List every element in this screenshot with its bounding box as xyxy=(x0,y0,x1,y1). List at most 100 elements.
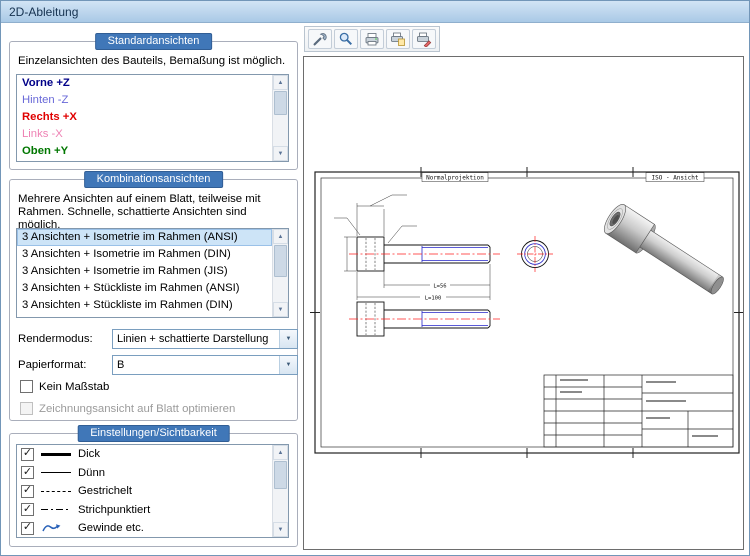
checkbox-box[interactable] xyxy=(20,380,33,393)
scroll-thumb[interactable] xyxy=(274,91,287,115)
setting-label: Strichpunktiert xyxy=(78,503,151,516)
group-header-einstellungen: Einstellungen/Sichtbarkeit xyxy=(77,425,230,442)
titlebar[interactable]: 2D-Ableitung xyxy=(1,1,749,23)
checkmark-icon: ✓ xyxy=(22,465,33,478)
printer-icon xyxy=(365,33,379,46)
checkbox-box[interactable]: ✓ xyxy=(21,465,34,480)
checkbox-box[interactable]: ✓ xyxy=(21,521,34,535)
scroll-down-icon[interactable]: ▼ xyxy=(273,302,288,317)
printer-pencil-icon xyxy=(417,32,432,47)
dimension-label: L=100 xyxy=(425,295,442,301)
list-item-vorne[interactable]: Vorne +Z xyxy=(22,77,70,89)
window-title: 2D-Ableitung xyxy=(9,4,79,19)
papierformat-select[interactable]: B ▼ xyxy=(112,355,298,375)
group-header-kombinationsansichten: Kombinationsansichten xyxy=(83,171,224,188)
scroll-down-icon[interactable]: ▼ xyxy=(273,146,288,161)
scroll-down-icon[interactable]: ▼ xyxy=(273,522,288,537)
zoom-button[interactable] xyxy=(334,29,358,49)
setting-row-strichpunktiert[interactable]: ✓ Strichpunktiert xyxy=(17,501,272,520)
line-sample-thin-icon xyxy=(41,472,71,474)
combination-views-list[interactable]: 3 Ansichten + Isometrie im Rahmen (ANSI)… xyxy=(16,228,289,318)
side-view xyxy=(349,301,500,337)
standard-views-list-items: Vorne +Z Hinten -Z Rechts +X Links -X Ob… xyxy=(17,75,272,161)
list-item-jis-iso[interactable]: 3 Ansichten + Isometrie im Rahmen (JIS) xyxy=(22,265,228,277)
checkmark-icon: ✓ xyxy=(22,484,33,497)
rendermodus-label: Rendermodus: xyxy=(18,333,93,345)
setting-row-dick[interactable]: ✓ Dick xyxy=(17,445,272,464)
list-item-din-stueckliste[interactable]: 3 Ansichten + Stückliste im Rahmen (DIN) xyxy=(22,299,233,311)
dropdown-arrow-icon[interactable]: ▼ xyxy=(279,330,297,348)
scroll-up-glyph: ▲ xyxy=(277,233,284,240)
group-kombinationsansichten: Kombinationsansichten Mehrere Ansichten … xyxy=(9,171,298,421)
title-block xyxy=(543,374,734,448)
scroll-down-glyph: ▼ xyxy=(277,526,284,533)
front-view: L=56 L=100 xyxy=(334,194,500,301)
dimension-label: L=56 xyxy=(433,283,446,289)
drawing-preview[interactable]: Normalprojektion ISO - Ansicht xyxy=(303,56,744,550)
settings-button[interactable] xyxy=(308,29,332,49)
isometric-view xyxy=(603,204,724,295)
scroll-down-glyph: ▼ xyxy=(277,306,284,313)
scrollbar[interactable]: ▲ ▼ xyxy=(272,445,288,537)
line-sample-thick-icon xyxy=(41,452,71,456)
scroll-up-icon[interactable]: ▲ xyxy=(273,445,288,460)
scroll-up-icon[interactable]: ▲ xyxy=(273,75,288,90)
checkbox-box[interactable]: ✓ xyxy=(21,447,34,461)
checkbox-box[interactable]: ✓ xyxy=(21,502,34,517)
setting-label: Gestrichelt xyxy=(78,485,132,498)
list-item-din-iso[interactable]: 3 Ansichten + Isometrie im Rahmen (DIN) xyxy=(22,248,231,260)
checkmark-icon: ✓ xyxy=(22,502,33,515)
scroll-down-glyph: ▼ xyxy=(277,150,284,157)
scroll-thumb[interactable] xyxy=(274,245,287,277)
title-block-text-marks xyxy=(560,379,718,437)
scrollbar[interactable]: ▲ ▼ xyxy=(272,229,288,317)
sheet-frame xyxy=(310,167,744,458)
setting-row-gestrichelt[interactable]: ✓ Gestrichelt xyxy=(17,482,272,501)
checkmark-icon: ✓ xyxy=(22,521,33,534)
thread-icon xyxy=(41,522,71,534)
list-item-rechts[interactable]: Rechts +X xyxy=(22,111,77,123)
preview-toolbar xyxy=(304,26,440,52)
setting-row-gewinde[interactable]: ✓ Gewinde etc. xyxy=(17,519,272,537)
rendermodus-select[interactable]: Linien + schattierte Darstellung ▼ xyxy=(112,329,298,349)
list-item-oben[interactable]: Oben +Y xyxy=(22,145,69,157)
scrollbar[interactable]: ▲ ▼ xyxy=(272,75,288,161)
kein-massstab-checkbox[interactable]: Kein Maßstab xyxy=(20,380,109,393)
list-item-links[interactable]: Links -X xyxy=(22,128,63,140)
group-einstellungen-sichtbarkeit: Einstellungen/Sichtbarkeit ✓ Dick ✓ Dünn… xyxy=(9,425,298,547)
line-sample-dashdot-icon xyxy=(41,509,71,511)
view-labels: Normalprojektion ISO - Ansicht xyxy=(421,172,705,182)
checkmark-icon: ✓ xyxy=(22,447,33,460)
visibility-settings-items: ✓ Dick ✓ Dünn ✓ Gestrichelt ✓ St xyxy=(17,445,272,537)
plot-settings-button[interactable] xyxy=(412,29,436,49)
group-standardansichten: Standardansichten Einzelansichten des Ba… xyxy=(9,33,298,170)
list-item-ansi-stueckliste[interactable]: 3 Ansichten + Stückliste im Rahmen (ANSI… xyxy=(22,282,240,294)
blatt-optimieren-label: Zeichnungsansicht auf Blatt optimieren xyxy=(39,402,236,415)
standardansichten-description: Einzelansichten des Bauteils, Bemaßung i… xyxy=(18,55,286,67)
magnifier-icon xyxy=(339,32,353,46)
setting-label: Dünn xyxy=(78,466,106,479)
scroll-up-icon[interactable]: ▲ xyxy=(273,229,288,244)
kombinationsansichten-description: Mehrere Ansichten auf einem Blatt, teilw… xyxy=(18,193,261,231)
papierformat-value: B xyxy=(117,359,125,371)
list-item-ansi-iso[interactable]: 3 Ansichten + Isometrie im Rahmen (ANSI) xyxy=(17,229,272,246)
kein-massstab-label: Kein Maßstab xyxy=(39,380,110,393)
view-label-normalprojektion: Normalprojektion xyxy=(426,175,484,182)
dropdown-arrow-icon[interactable]: ▼ xyxy=(279,356,297,374)
print-button[interactable] xyxy=(360,29,384,49)
print-preview-button[interactable] xyxy=(386,29,410,49)
setting-row-duenn[interactable]: ✓ Dünn xyxy=(17,464,272,483)
standard-views-list[interactable]: Vorne +Z Hinten -Z Rechts +X Links -X Ob… xyxy=(16,74,289,162)
line-sample-dashed-icon xyxy=(41,490,71,492)
list-item-hinten[interactable]: Hinten -Z xyxy=(22,94,69,106)
checkbox-box[interactable]: ✓ xyxy=(21,484,34,498)
end-view xyxy=(517,236,553,272)
blatt-optimieren-checkbox: Zeichnungsansicht auf Blatt optimieren xyxy=(20,402,235,415)
printer-paper-icon xyxy=(391,32,405,46)
scroll-up-glyph: ▲ xyxy=(277,79,284,86)
setting-label: Dick xyxy=(78,448,100,461)
setting-label: Gewinde etc. xyxy=(78,522,144,535)
scroll-thumb[interactable] xyxy=(274,461,287,489)
visibility-settings-list[interactable]: ✓ Dick ✓ Dünn ✓ Gestrichelt ✓ St xyxy=(16,444,289,538)
